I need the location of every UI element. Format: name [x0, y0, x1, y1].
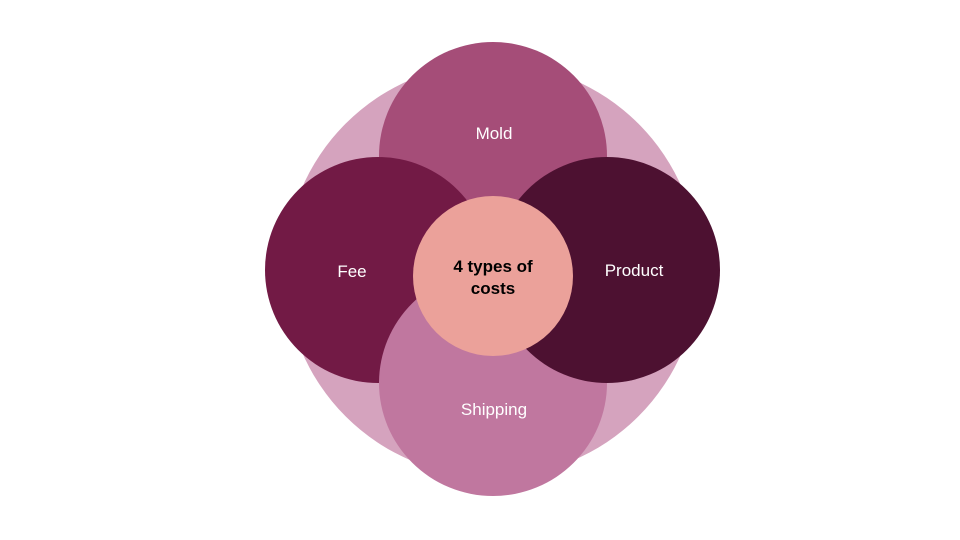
- shipping-label: Shipping: [461, 400, 527, 419]
- center-label-line2: costs: [471, 279, 515, 298]
- product-label: Product: [605, 261, 664, 280]
- center-circle: [413, 196, 573, 356]
- center-node: 4 types of costs: [413, 196, 573, 356]
- center-label-line1: 4 types of: [453, 257, 533, 276]
- fee-label: Fee: [337, 262, 366, 281]
- mold-label: Mold: [476, 124, 513, 143]
